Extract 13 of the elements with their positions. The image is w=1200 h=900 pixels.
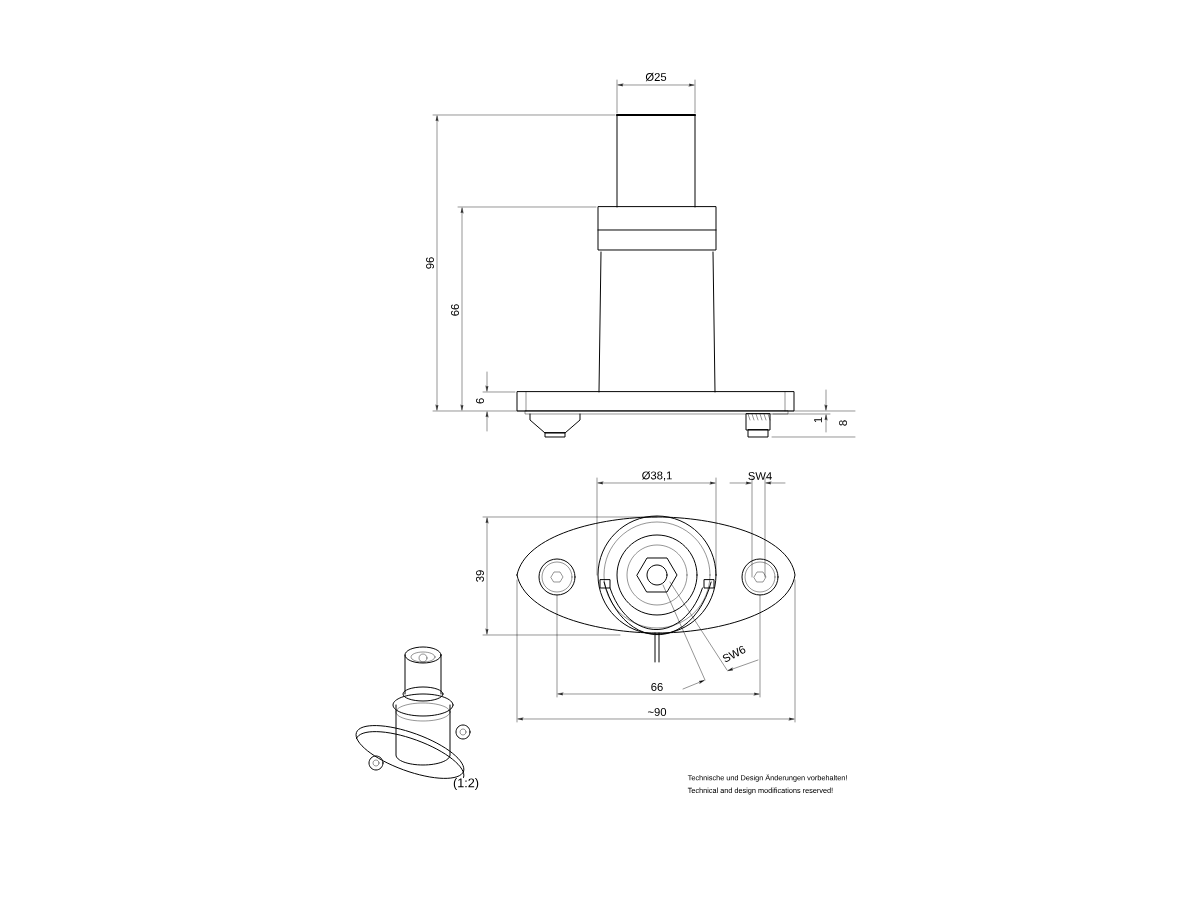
- dimension-label: 6: [476, 398, 484, 404]
- dimension-label: 8: [839, 420, 847, 426]
- dimension-label: SW4: [748, 472, 772, 480]
- scale-label: (1:2): [453, 778, 479, 790]
- dimension-label: 96: [426, 257, 434, 269]
- dimension-label: 39: [476, 570, 484, 582]
- dimension-label: 66: [651, 683, 663, 691]
- dimension-label: 66: [451, 304, 459, 316]
- dimension-label: Ø25: [645, 72, 667, 82]
- dimension-label: SW6: [722, 645, 746, 662]
- dimension-label: Ø38,1: [642, 471, 672, 481]
- dimension-label: 1: [814, 417, 822, 423]
- dimension-label: ~90: [647, 708, 667, 716]
